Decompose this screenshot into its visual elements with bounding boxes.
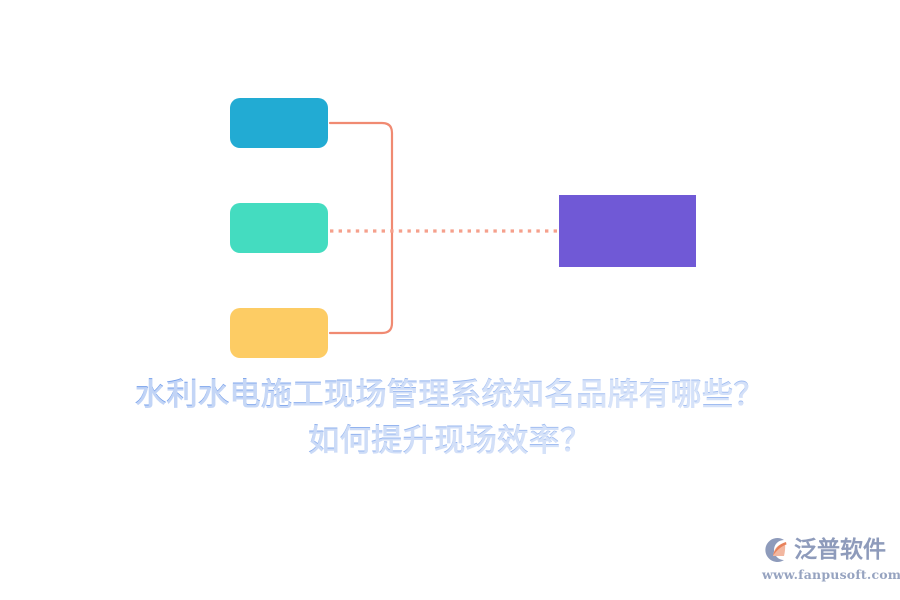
diagram-connectors [328, 121, 557, 335]
fanpu-logo-icon [765, 538, 787, 562]
diagram-node-purple[interactable] [559, 195, 696, 267]
brand-logo-row: 泛普软件 [762, 534, 890, 566]
logo-arc-shape [765, 538, 784, 562]
diagram-node-yellow[interactable] [230, 308, 328, 358]
flow-diagram [230, 98, 696, 358]
brand-logo: 泛普软件 www.fanpusoft.com [762, 534, 900, 586]
diagram-node-green[interactable] [230, 203, 328, 253]
headline-line-2: 如何提升现场效率？ [308, 423, 592, 459]
diagram-node-blue[interactable] [230, 98, 328, 148]
brand-wordmark: 泛普软件 [794, 537, 886, 563]
brand-url: www.fanpusoft.com [762, 567, 900, 582]
headline-line-1: 水利水电施工现场管理系统知名品牌有哪些？ [135, 377, 765, 413]
connector-bracket-top [328, 121, 394, 232]
headline: 水利水电施工现场管理系统知名品牌有哪些？ 如何提升现场效率？ [0, 372, 900, 464]
connector-bracket-bottom [328, 228, 394, 335]
logo-swoosh-shape [773, 542, 787, 556]
